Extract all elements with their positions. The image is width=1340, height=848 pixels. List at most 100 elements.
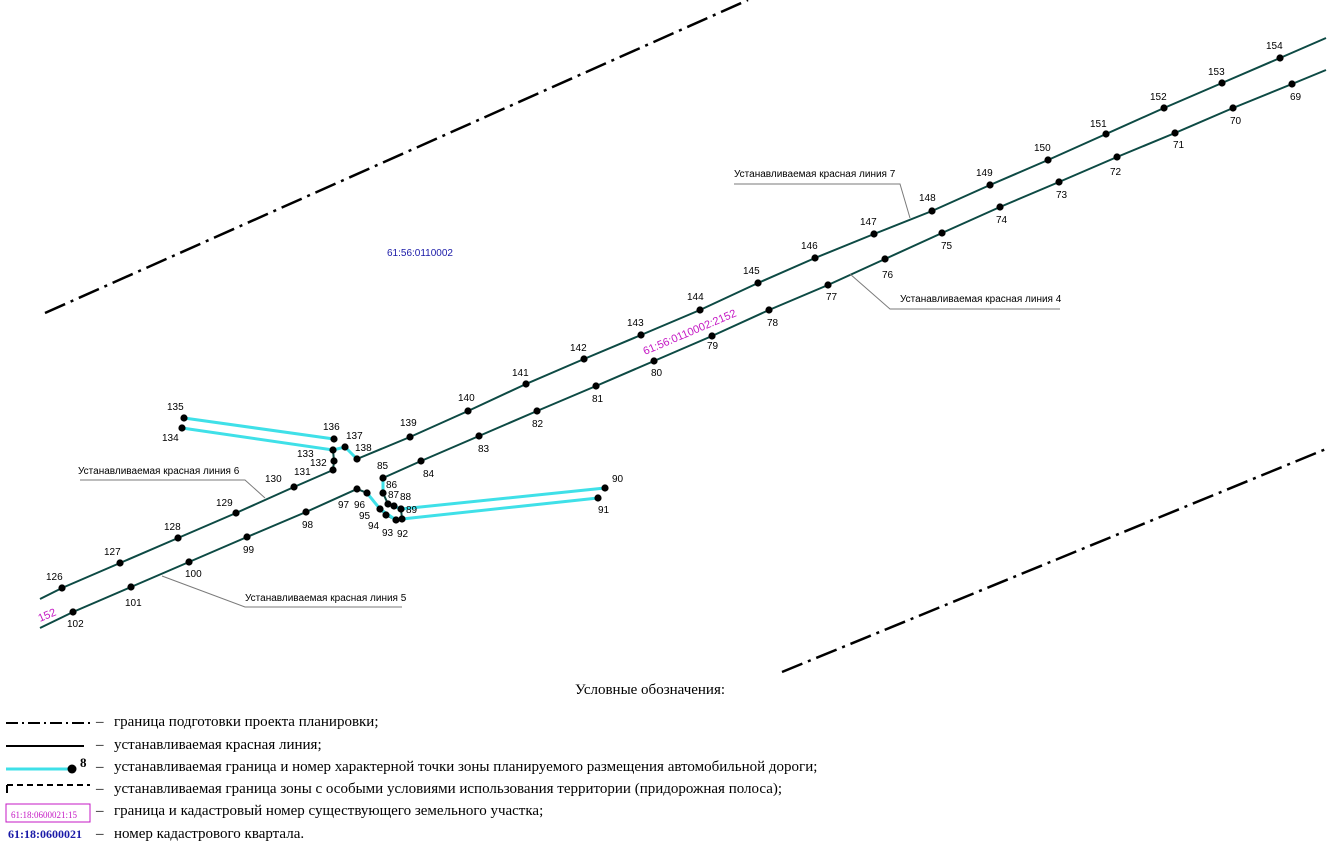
legend-item-parcel: 61:18:0600021:15 – граница и кадастровый… — [0, 801, 1000, 823]
boundary-point-89 — [397, 505, 405, 513]
boundary-point-label-76: 76 — [882, 270, 894, 281]
boundary-point-label-140: 140 — [458, 393, 475, 404]
boundary-point-84 — [417, 457, 425, 465]
boundary-point-81 — [592, 382, 600, 390]
boundary-point-138 — [353, 455, 361, 463]
boundary-point-label-151: 151 — [1090, 119, 1107, 130]
boundary-point-label-90: 90 — [612, 474, 624, 485]
boundary-point-label-70: 70 — [1230, 116, 1242, 127]
boundary-point-label-148: 148 — [919, 193, 936, 204]
boundary-point-154 — [1276, 54, 1284, 62]
boundary-point-label-132: 132 — [310, 458, 327, 469]
boundary-point-label-96: 96 — [354, 500, 366, 511]
legend-dash: – — [96, 826, 104, 842]
boundary-point-label-93: 93 — [382, 528, 394, 539]
boundary-point-141 — [522, 380, 530, 388]
boundary-point-148 — [928, 207, 936, 215]
boundary-point-71 — [1171, 129, 1179, 137]
boundary-point-label-98: 98 — [302, 520, 314, 531]
cadastral-quarter-label: 61:56:0110002 — [387, 248, 453, 259]
boundary-point-label-101: 101 — [125, 598, 142, 609]
boundary-point-label-102: 102 — [67, 619, 84, 630]
boundary-point-86 — [379, 489, 387, 497]
legend-text: граница подготовки проекта планировки; — [114, 714, 379, 730]
boundary-point-96 — [363, 489, 371, 497]
boundary-point-97 — [353, 485, 361, 493]
boundary-point-label-144: 144 — [687, 292, 704, 303]
boundary-point-label-100: 100 — [185, 569, 202, 580]
boundary-point-label-133: 133 — [297, 449, 314, 460]
legend-title: Условные обозначения: — [575, 682, 726, 698]
cyan-line-point-icon: 8 — [6, 757, 87, 774]
boundary-point-130 — [290, 483, 298, 491]
boundary-point-142 — [580, 355, 588, 363]
boundary-point-label-72: 72 — [1110, 167, 1122, 178]
boundary-point-131 — [329, 466, 337, 474]
legend-sample-number: 8 — [80, 757, 87, 770]
boundary-point-label-81: 81 — [592, 394, 604, 405]
legend-dash: – — [96, 781, 104, 797]
solid-line-icon — [6, 745, 84, 747]
boundary-point-label-139: 139 — [400, 418, 417, 429]
legend-sample-quarter: 61:18:0600021 — [8, 827, 82, 841]
boundary-point-73 — [1055, 178, 1063, 186]
boundary-point-label-80: 80 — [651, 368, 663, 379]
boundary-point-label-69: 69 — [1290, 92, 1302, 103]
boundary-point-label-128: 128 — [164, 522, 181, 533]
boundary-point-label-150: 150 — [1034, 143, 1051, 154]
boundary-point-91 — [594, 494, 602, 502]
legend: Условные обозначения: – граница подготов… — [0, 680, 1340, 848]
boundary-point-label-91: 91 — [598, 505, 610, 516]
boundary-point-79 — [708, 332, 716, 340]
boundary-point-label-85: 85 — [377, 461, 389, 472]
quarter-number-icon: 61:18:0600021 — [8, 827, 82, 841]
boundary-point-144 — [696, 306, 704, 314]
legend-item-quarter: 61:18:0600021 – номер кадастрового кварт… — [0, 824, 1000, 846]
boundary-point-146 — [811, 254, 819, 262]
boundary-point-129 — [232, 509, 240, 517]
boundary-point-127 — [116, 559, 124, 567]
boundary-point-label-86: 86 — [386, 480, 398, 491]
cadastral-map: Устанавливаемая красная линия 7 Устанавл… — [36, 0, 1327, 674]
legend-item-zone-boundary: 8 – устанавливаемая граница и номер хара… — [0, 757, 1000, 779]
boundary-point-label-71: 71 — [1173, 140, 1185, 151]
boundary-point-label-127: 127 — [104, 547, 121, 558]
boundary-point-label-82: 82 — [532, 419, 544, 430]
parcel-label-edge: 152 — [36, 607, 58, 625]
boundary-point-label-99: 99 — [243, 545, 255, 556]
boundary-point-label-145: 145 — [743, 266, 760, 277]
boundary-point-label-94: 94 — [368, 521, 380, 532]
boundary-point-151 — [1102, 130, 1110, 138]
boundary-point-label-126: 126 — [46, 572, 63, 583]
boundary-point-87 — [384, 500, 392, 508]
boundary-point-77 — [824, 281, 832, 289]
legend-text: устанавливаемая граница и номер характер… — [114, 759, 818, 775]
boundary-point-label-131: 131 — [294, 467, 311, 478]
boundary-point-72 — [1113, 153, 1121, 161]
dashed-line-icon — [6, 784, 90, 793]
callout-line4: Устанавливаемая красная линия 4 — [900, 294, 1062, 305]
boundary-point-102 — [69, 608, 77, 616]
boundary-point-83 — [475, 432, 483, 440]
boundary-point-149 — [986, 181, 994, 189]
legend-text: граница и кадастровый номер существующег… — [114, 803, 544, 819]
boundary-point-label-84: 84 — [423, 469, 435, 480]
red-line-upper — [39, 37, 1327, 600]
boundary-point-label-97: 97 — [338, 500, 350, 511]
boundary-point-137 — [341, 443, 349, 451]
red-line-lower — [39, 69, 1327, 629]
zone-boundary-west-top — [183, 416, 335, 441]
boundary-point-88 — [390, 502, 398, 510]
boundary-point-70 — [1229, 104, 1237, 112]
boundary-point-132 — [330, 457, 338, 465]
boundary-point-label-79: 79 — [707, 341, 719, 352]
boundary-point-134 — [178, 424, 186, 432]
boundary-point-label-87: 87 — [388, 490, 400, 501]
boundary-point-label-83: 83 — [478, 444, 490, 455]
boundary-point-label-146: 146 — [801, 241, 818, 252]
callout-leader-line7 — [734, 183, 911, 219]
boundary-point-76 — [881, 255, 889, 263]
boundary-point-label-134: 134 — [162, 433, 179, 444]
boundary-point-98 — [302, 508, 310, 516]
callout-leader-line6 — [80, 479, 266, 499]
